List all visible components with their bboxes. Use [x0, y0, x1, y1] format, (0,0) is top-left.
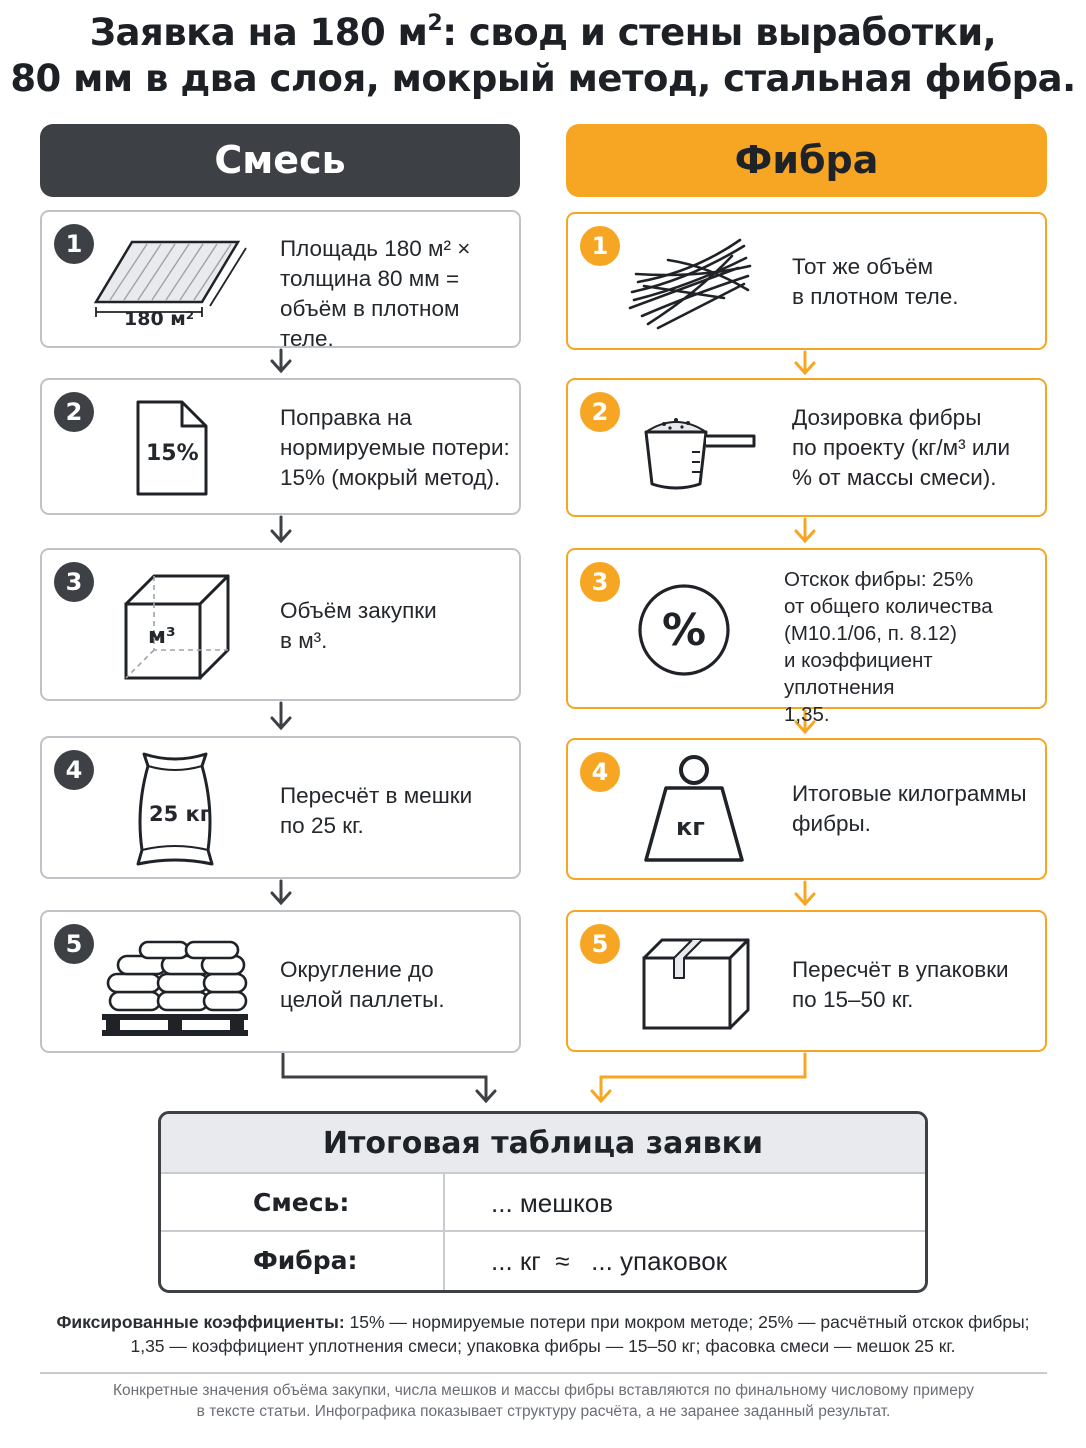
- table-divider: [443, 1232, 445, 1290]
- step-number: 1: [54, 224, 94, 264]
- divider: [40, 1372, 1047, 1374]
- area-label: 180 м²: [124, 308, 195, 330]
- svg-text:%: %: [662, 605, 706, 656]
- title-line-2: 80 мм в два слоя, мокрый метод, стальная…: [10, 57, 1076, 100]
- summary-title: Итоговая таблица заявки: [161, 1114, 925, 1174]
- summary-value: ... кг ≈ ... упаковок: [491, 1246, 728, 1276]
- pallet-icon: [102, 940, 248, 1036]
- step-number: 2: [580, 392, 620, 432]
- footer-note: Конкретные значения объёма закупки, числ…: [112, 1382, 975, 1420]
- table-divider: [443, 1174, 445, 1230]
- mix-step-5-text: Округление до целой паллеты.: [280, 957, 445, 1012]
- fiber-step-3: 3 % Отскок фибры: 25% от общего количест…: [566, 548, 1047, 726]
- summary-label: Смесь:: [253, 1188, 350, 1217]
- summary-value: ... мешков: [491, 1188, 614, 1218]
- step-number: 5: [580, 924, 620, 964]
- fiber-step-1: 1 Тот же объём в плотном теле.: [566, 212, 1047, 350]
- step-number: 5: [54, 924, 94, 964]
- arrow-head-mix-to-summary: [475, 1089, 497, 1104]
- title-line-1: Заявка на 180 м2: свод и стены выработки…: [89, 11, 997, 54]
- arrow-head-mix-2-3: [270, 529, 292, 544]
- arrow-head-fiber-4-5: [794, 892, 816, 907]
- measuring-scoop-icon: [644, 418, 756, 490]
- step-number: 2: [54, 392, 94, 432]
- arrow-head-mix-3-4: [270, 716, 292, 731]
- mix-step-2: 2 15% Поправка на нормируемые потери: 15…: [40, 378, 521, 515]
- page-title: Заявка на 180 м2: свод и стены выработки…: [0, 10, 1086, 102]
- mix-step-5: 5 Округление до целой паллеты.: [40, 910, 521, 1053]
- sack-label: 25 кг: [149, 802, 211, 826]
- arrow-mix-to-summary: [281, 1052, 488, 1100]
- cube-icon: [124, 574, 230, 680]
- cube-label: м³: [148, 624, 176, 649]
- fiber-step-5-text: Пересчёт в упаковки по 15–50 кг.: [792, 957, 1009, 1012]
- fiber-step-1-text: Тот же объём в плотном теле.: [792, 254, 959, 309]
- mix-step-4: 4 25 кг Пересчёт в мешки по 25 кг.: [40, 736, 521, 879]
- arrow-fiber-to-summary: [599, 1052, 807, 1100]
- step-number: 3: [580, 562, 620, 602]
- summary-label: Фибра:: [253, 1246, 358, 1275]
- mix-column-header: Смесь: [40, 124, 520, 197]
- fiber-step-2-text: Дозировка фибры по проекту (кг/м³ или % …: [792, 405, 1011, 490]
- arrow-head-fiber-3-4: [794, 720, 816, 735]
- summary-table: Итоговая таблица заявки Смесь: ... мешко…: [158, 1111, 928, 1293]
- percent-circle-icon: %: [638, 584, 730, 676]
- arrow-head-mix-1-2: [270, 359, 292, 374]
- fiber-step-4-text: Итоговые килограммы фибры.: [792, 781, 1027, 836]
- weight-icon: [644, 755, 744, 862]
- step-number: 3: [54, 562, 94, 602]
- arrow-head-mix-4-5: [270, 891, 292, 906]
- fiber-step-2: 2 Дозировка фибры по проекту (кг/м³ или …: [566, 378, 1047, 517]
- mix-step-3: 3 м³ Объём закупки в м³.: [40, 548, 521, 701]
- box-icon: [642, 938, 750, 1030]
- mix-step-3-text: Объём закупки в м³.: [280, 598, 437, 653]
- steel-fiber-icon: [628, 238, 752, 330]
- step-number: 4: [580, 752, 620, 792]
- step-number: 1: [580, 226, 620, 266]
- fiber-step-4: 4 кг Итоговые килограммы фибры.: [566, 738, 1047, 880]
- step-number: 4: [54, 750, 94, 790]
- fixed-coefficients-note: Фиксированные коэффициенты: 15% — нормир…: [56, 1312, 1030, 1356]
- mix-step-1-text: Площадь 180 м² × толщина 80 мм = объём в…: [280, 236, 471, 351]
- mix-step-2-text: Поправка на нормируемые потери: 15% (мок…: [280, 405, 510, 490]
- percent-label: 15%: [146, 441, 199, 466]
- weight-label: кг: [676, 813, 705, 841]
- fiber-step-5: 5 Пересчёт в упаковки по 15–50 кг.: [566, 910, 1047, 1052]
- sack-icon: [136, 752, 214, 866]
- summary-row-fiber: Фибра: ... кг ≈ ... упаковок: [161, 1232, 925, 1290]
- arrow-head-fiber-2-3: [794, 529, 816, 544]
- area-plane-icon: [93, 240, 247, 317]
- mix-step-4-text: Пересчёт в мешки по 25 кг.: [280, 783, 473, 838]
- mix-step-1: 1 180 м² Площадь 180 м² × толщина 80 мм …: [40, 210, 521, 351]
- summary-row-mix: Смесь: ... мешков: [161, 1174, 925, 1232]
- fiber-column-header: Фибра: [566, 124, 1047, 197]
- arrow-head-fiber-1-2: [794, 361, 816, 376]
- fiber-step-3-text: Отскок фибры: 25% от общего количества (…: [784, 568, 993, 726]
- percent-document-icon: [136, 400, 208, 496]
- arrow-head-fiber-to-summary: [590, 1089, 612, 1104]
